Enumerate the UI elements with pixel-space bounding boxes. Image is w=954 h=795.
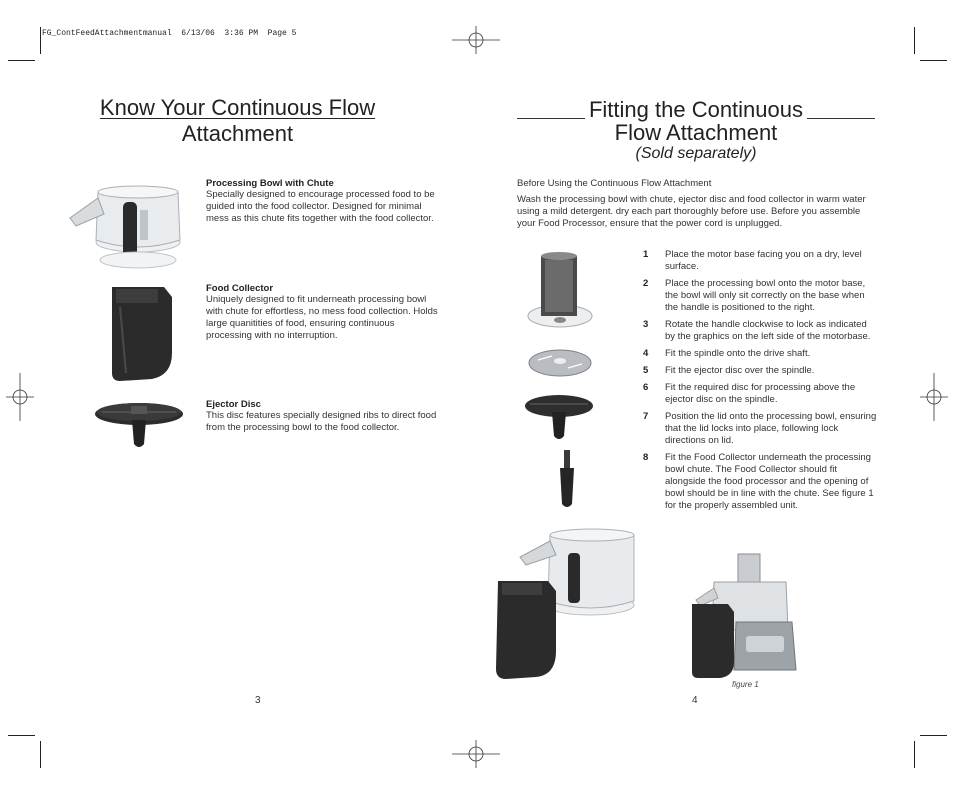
crop-mark [8,735,35,736]
crop-mark [40,27,41,54]
assembled-unit-figure [692,553,797,678]
step-number: 5 [643,365,649,376]
step-text: Position the lid onto the processing bow… [665,411,877,446]
right-subtitle: (Sold separately) [635,145,757,162]
crop-mark [8,60,35,61]
steps-list: 1 Place the motor base facing you on a dr… [643,249,879,517]
step-number: 4 [643,348,649,359]
list-item: 6 Fit the required disc for processing ab… [643,382,879,406]
step-text: Fit the Food Collector underneath the pr… [665,452,874,511]
item-food-collector: Food Collector Uniquely designed to fit … [206,283,438,342]
list-item: 7 Position the lid onto the processing bo… [643,411,879,447]
step-number: 7 [643,411,649,422]
item-body: This disc features specially designed ri… [206,410,437,433]
ejector-disc-image [95,403,183,447]
section-title: Before Using the Continuous Flow Attachm… [517,178,712,189]
intro-paragraph: Wash the processing bowl with chute, eje… [517,194,866,229]
item-body: Specially designed to encourage processe… [206,189,435,224]
item-body: Uniquely designed to fit underneath proc… [206,294,438,341]
crop-mark [914,741,915,768]
item-ejector-disc: Ejector Disc This disc features speciall… [206,399,438,434]
step-number: 3 [643,319,649,330]
step-text: Place the processing bowl onto the motor… [665,278,866,313]
step-number: 6 [643,382,649,393]
food-collector-image [112,287,172,381]
right-title-line2: Flow Attachment [614,120,778,145]
registration-mark [6,373,34,421]
step-text: Place the motor base facing you on a dry… [665,249,862,272]
item-title: Food Collector [206,283,274,294]
bowl-and-collector-image [496,528,635,679]
list-item: 8 Fit the Food Collector underneath the p… [643,452,879,512]
step-number: 2 [643,278,649,289]
crop-mark [914,27,915,54]
list-item: 2 Place the processing bowl onto the moto… [643,278,879,314]
left-title-line1: Know Your Continuous Flow [99,95,376,120]
step-text: Fit the required disc for processing abo… [665,382,856,405]
step-number: 8 [643,452,649,463]
step-text: Fit the ejector disc over the spindle. [665,365,815,376]
list-item: 5 Fit the ejector disc over the spindle. [643,365,879,377]
right-title-line1: Fitting the Continuous [584,98,808,121]
step-number: 1 [643,249,649,260]
slicing-disc-image [528,349,592,377]
item-processing-bowl: Processing Bowl with Chute Specially des… [206,178,438,225]
list-item: 4 Fit the spindle onto the drive shaft. [643,348,879,360]
crop-mark [40,741,41,768]
right-page-title: Fitting the Continuous Flow Attachment (… [517,98,875,163]
item-title: Ejector Disc [206,399,261,410]
lid-with-feed-tube-image [527,252,593,328]
step-text: Rotate the handle clockwise to lock as i… [665,319,871,342]
registration-mark [920,373,948,421]
step-text: Fit the spindle onto the drive shaft. [665,348,811,359]
list-item: 1 Place the motor base facing you on a dr… [643,249,879,273]
list-item: 3 Rotate the handle clockwise to lock as … [643,319,879,343]
crop-mark [920,735,947,736]
left-page-title: Know Your Continuous Flow Attachment [60,95,415,147]
crop-mark [920,60,947,61]
item-title: Processing Bowl with Chute [206,178,334,189]
registration-mark [452,740,500,768]
page-number-right: 4 [692,695,698,706]
figure-caption: figure 1 [732,680,759,689]
page-number-left: 3 [255,695,261,706]
ejector-disc-small-image [525,395,593,439]
processing-bowl-image [69,185,181,269]
registration-mark [452,26,500,54]
left-title-line2: Attachment [181,121,294,146]
print-slug: FG_ContFeedAttachmentmanual 6/13/06 3:36… [42,29,297,38]
spindle-image [560,450,574,507]
